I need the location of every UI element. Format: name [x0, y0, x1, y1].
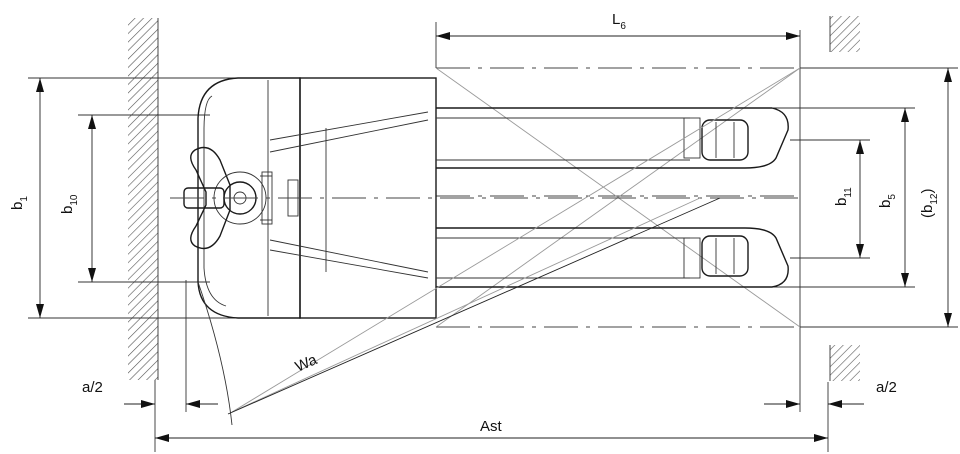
dim-b11: [856, 140, 864, 258]
label-b10: b10: [59, 194, 80, 214]
label-a2-left: a/2: [82, 379, 103, 396]
label-b11: b11: [833, 187, 854, 206]
dim-b1: [36, 78, 44, 318]
label-b5: b5: [877, 194, 898, 208]
dim-a2-right: [764, 400, 864, 408]
dim-L6: [436, 32, 800, 40]
label-b12: (b12): [919, 189, 940, 218]
right-wall-top: [829, 16, 860, 52]
dim-a2-left: [124, 400, 218, 408]
label-wa: Wa: [293, 351, 321, 376]
fork-bottom: [436, 227, 789, 288]
label-ast: Ast: [480, 418, 503, 435]
turning-radius-construction: [197, 67, 801, 426]
label-b1: b1: [9, 196, 30, 210]
reference-lines: [28, 22, 958, 452]
label-a2-right: a/2: [876, 379, 897, 396]
left-wall: [128, 18, 159, 380]
pallet-outline: [435, 30, 801, 412]
dim-ast: [155, 434, 828, 442]
label-L6: L6: [612, 11, 626, 32]
dim-b12: [944, 68, 952, 327]
dim-b5: [901, 108, 909, 287]
dim-b10: [88, 115, 96, 282]
fork-top: [436, 107, 789, 169]
right-wall-bottom: [829, 345, 860, 381]
